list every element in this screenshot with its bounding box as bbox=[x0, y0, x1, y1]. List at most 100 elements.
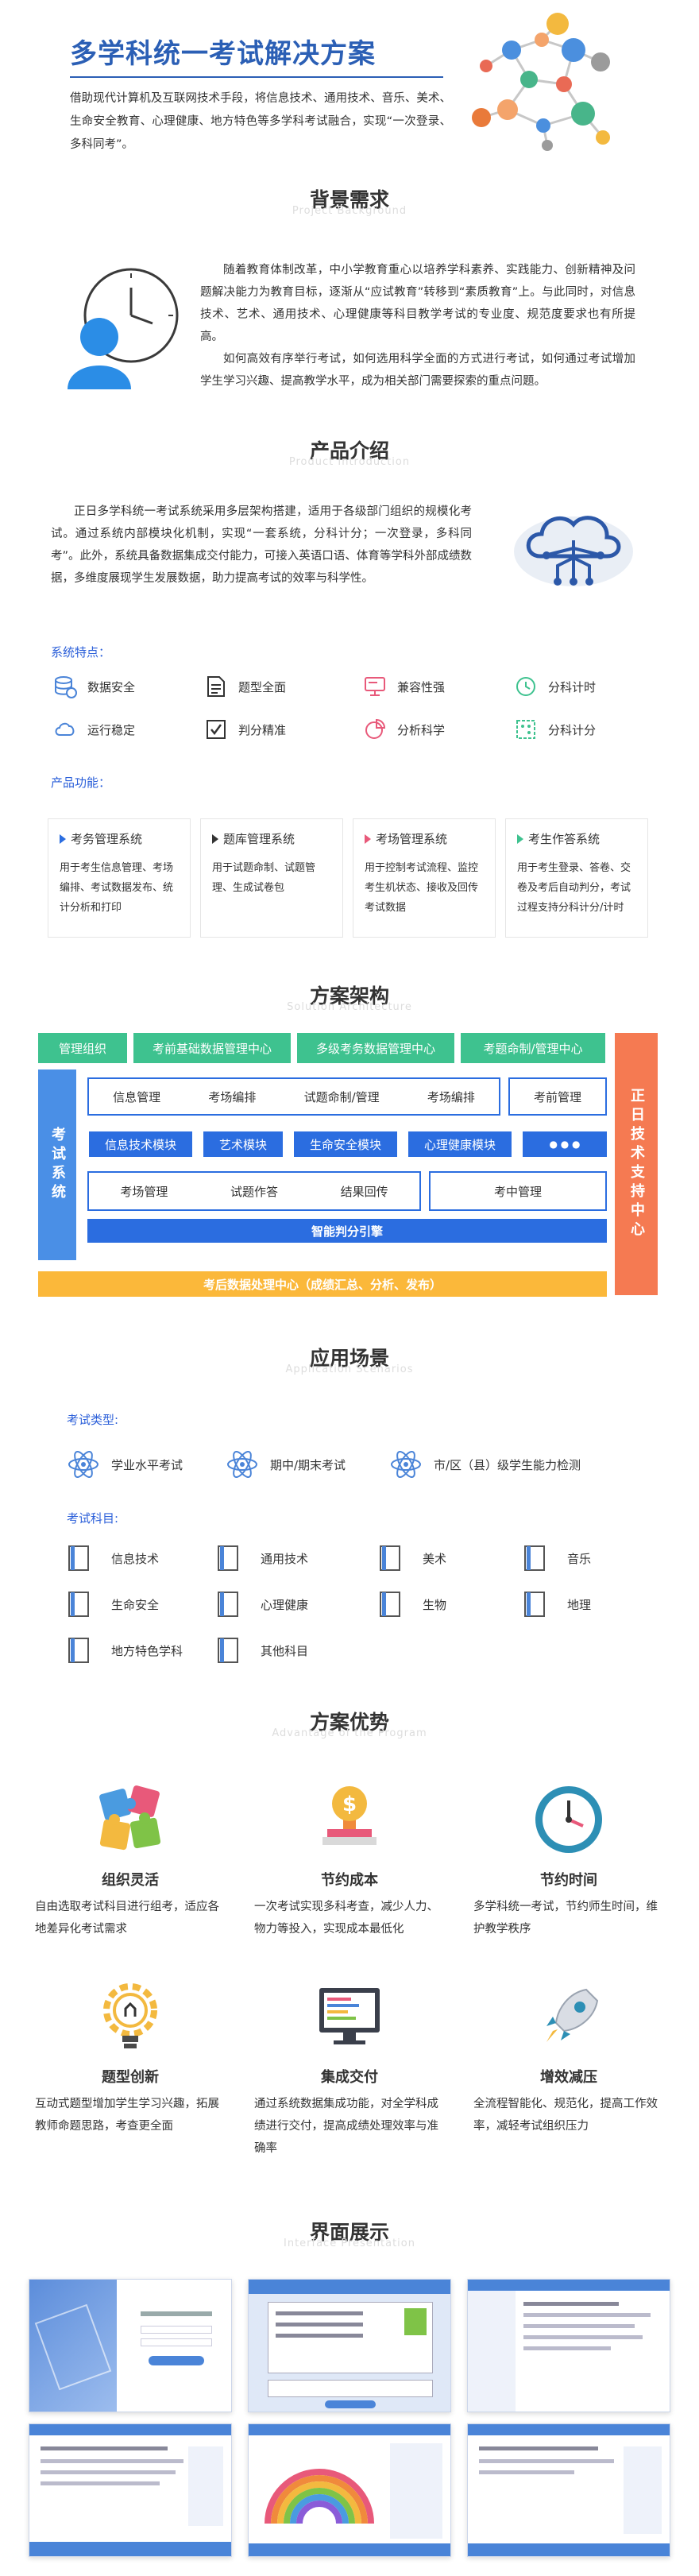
subject-art: 美术 bbox=[378, 1545, 446, 1572]
background-title: 背景需求 bbox=[309, 188, 389, 211]
network-illustration-icon bbox=[472, 13, 610, 151]
advantage-desc: 互动式题型增加学生学习兴趣，拓展教师命题思路，考查更全面 bbox=[35, 2098, 219, 2133]
svg-text:$: $ bbox=[342, 1793, 357, 1816]
exam-type-district: 市/区（县）级学生能力检测 bbox=[389, 1448, 581, 1481]
screenshot-score bbox=[467, 2423, 670, 2557]
feature-label: 数据安全 bbox=[87, 679, 136, 694]
card-answering: 考生作答系统 用于考生登录、答卷、交卷及考后自动判分，考试过程支持分科计分/计时 bbox=[505, 818, 648, 938]
card-desc: 用于控制考试流程、监控考生机状态、接收及回传考试数据 bbox=[365, 862, 479, 914]
rocket-icon bbox=[546, 1988, 599, 2042]
rainbow-icon bbox=[265, 2469, 374, 2524]
arch-tab-management: 管理组织 bbox=[38, 1033, 127, 1063]
arch-left-label: 考试系统 bbox=[38, 1069, 76, 1260]
triangle-icon bbox=[365, 834, 371, 844]
arch-in-exam-mgmt: 考中管理 bbox=[429, 1171, 607, 1211]
background-subtitle: Project Background bbox=[292, 205, 407, 217]
hero-desc: 借助现代计算机及互联网技术手段，将信息技术、通用技术、音乐、美术、生命安全教育、… bbox=[70, 92, 451, 151]
subject-geography: 地理 bbox=[523, 1591, 591, 1618]
advantage-desc: 一次考试实现多科考查，减少人力、物力等投入，实现成本最低化 bbox=[254, 1901, 438, 1936]
subject-general-tech: 通用技术 bbox=[216, 1545, 308, 1572]
background-p2: 如何高效有序举行考试，如何选用科学全面的方式进行考试，如何通过考试增加学生学习兴… bbox=[200, 353, 635, 388]
module-psychology: 心理健康模块 bbox=[408, 1131, 512, 1157]
book-icon bbox=[68, 1638, 89, 1663]
subject-other: 其他科目 bbox=[216, 1637, 308, 1664]
product-subtitle: Product Introduction bbox=[288, 456, 411, 468]
book-icon bbox=[218, 1638, 238, 1663]
product-intro: 正日多学科统一考试系统采用多层架构搭建，适用于各级部门组织的规模化考试。通过系统… bbox=[51, 505, 472, 585]
cloud-tree-icon bbox=[514, 516, 633, 586]
module-it: 信息技术模块 bbox=[89, 1131, 192, 1157]
triangle-icon bbox=[517, 834, 523, 844]
card-question-bank: 题库管理系统 用于试题命制、试题管理、生成试卷包 bbox=[200, 818, 343, 938]
subject-biology: 生物 bbox=[378, 1591, 446, 1618]
interface-title: 界面展示 bbox=[309, 2221, 389, 2244]
atom-icon bbox=[227, 1451, 257, 1478]
advantage-efficiency: 增效减压 全流程智能化、规范化，提高工作效率，减轻考试组织压力 bbox=[473, 1977, 664, 2137]
pie-chart-icon bbox=[362, 717, 388, 742]
advantage-time: 节约时间 多学科统一考试，节约师生时间，维护教学秩序 bbox=[473, 1780, 664, 1940]
card-title: 考生作答系统 bbox=[528, 832, 601, 846]
background-p1: 随着教育体制改革，中小学教育重心以培养学科素养、实践能力、创新精神及问题解决能力… bbox=[200, 264, 635, 343]
feature-subject-scoring: 分科计分 bbox=[513, 717, 596, 742]
module-art: 艺术模块 bbox=[203, 1131, 283, 1157]
advantage-desc: 通过系统数据集成功能，对全学科成绩进行交付，提高成绩处理效率与准确率 bbox=[254, 2098, 438, 2155]
architecture-subtitle: Solution Architecture bbox=[287, 1001, 412, 1013]
clock-icon bbox=[535, 1786, 602, 1853]
arch-right-label: 正日技术支持中心 bbox=[615, 1033, 658, 1295]
cloud-icon bbox=[52, 717, 78, 742]
card-desc: 用于考生信息管理、考场编排、考试数据发布、统计分析和打印 bbox=[60, 862, 174, 914]
monitor-icon bbox=[362, 674, 388, 699]
exam-types-label: 考试类型: bbox=[67, 1413, 119, 1427]
advantage-integration: 集成交付 通过系统数据集成功能，对全学科成绩进行交付，提高成绩处理效率与准确率 bbox=[254, 1977, 445, 2160]
document-icon bbox=[203, 674, 229, 699]
advantage-title: 集成交付 bbox=[321, 2069, 378, 2086]
triangle-icon bbox=[60, 834, 66, 844]
grid-icon bbox=[513, 717, 539, 742]
interface-subtitle: Interface Presentation bbox=[284, 2238, 415, 2249]
book-icon bbox=[218, 1592, 238, 1617]
feature-question-types: 题型全面 bbox=[203, 674, 286, 699]
book-icon bbox=[68, 1592, 89, 1617]
module-more: ● ● ● bbox=[523, 1131, 607, 1157]
atom-icon bbox=[68, 1451, 98, 1478]
clock-icon bbox=[513, 674, 539, 699]
functions-label: 产品功能： bbox=[51, 776, 111, 790]
book-icon bbox=[218, 1545, 238, 1571]
arch-pre-exam-mgmt: 考前管理 bbox=[508, 1077, 607, 1116]
card-desc: 用于试题命制、试题管理、生成试卷包 bbox=[212, 862, 316, 894]
advantage-flexible: 组织灵活 自由选取考试科目进行组考，适应各地差异化考试需求 bbox=[35, 1780, 226, 1940]
feature-analysis: 分析科学 bbox=[362, 717, 445, 742]
feature-stability: 运行稳定 bbox=[52, 717, 135, 742]
advantage-title: 节约时间 bbox=[540, 1872, 597, 1889]
book-icon bbox=[524, 1592, 545, 1617]
feature-label: 分科计分 bbox=[548, 722, 597, 737]
arch-tab-pre-exam: 考前基础数据管理中心 bbox=[133, 1033, 291, 1063]
card-title: 题库管理系统 bbox=[223, 832, 295, 846]
product-title: 产品介绍 bbox=[309, 439, 389, 462]
card-desc: 用于考生登录、答卷、交卷及考后自动判分，考试过程支持分科计分/计时 bbox=[517, 862, 631, 914]
scenarios-title: 应用场景 bbox=[309, 1347, 389, 1370]
advantage-desc: 自由选取考试科目进行组考，适应各地差异化考试需求 bbox=[35, 1901, 219, 1936]
book-icon bbox=[380, 1545, 400, 1571]
subject-it: 信息技术 bbox=[67, 1545, 159, 1572]
hero-title: 多学科统一考试解决方案 bbox=[70, 38, 376, 70]
feature-label: 判分精准 bbox=[238, 722, 287, 737]
database-icon bbox=[52, 674, 78, 699]
screen-icon bbox=[319, 1988, 380, 2044]
arch-post-exam: 考后数据处理中心（成绩汇总、分析、发布） bbox=[38, 1271, 607, 1297]
advantage-desc: 全流程智能化、规范化，提高工作效率，减轻考试组织压力 bbox=[473, 2098, 658, 2133]
module-safety: 生命安全模块 bbox=[294, 1131, 397, 1157]
advantage-title: 节约成本 bbox=[321, 1872, 378, 1889]
book-icon bbox=[380, 1592, 400, 1617]
architecture-title: 方案架构 bbox=[309, 984, 389, 1008]
exam-type-midterm: 期中/期末考试 bbox=[226, 1448, 346, 1481]
bulb-gear-icon bbox=[103, 1983, 157, 2048]
feature-label: 兼容性强 bbox=[397, 679, 446, 694]
advantage-cost: $ 节约成本 一次考试实现多科考查，减少人力、物力等投入，实现成本最低化 bbox=[254, 1780, 445, 1940]
card-exam-affairs: 考务管理系统 用于考生信息管理、考场编排、考试数据发布、统计分析和打印 bbox=[48, 818, 191, 938]
arch-tab-affairs: 多级考务数据管理中心 bbox=[297, 1033, 454, 1063]
feature-compatibility: 兼容性强 bbox=[362, 674, 445, 699]
card-title: 考场管理系统 bbox=[376, 832, 448, 846]
subject-life-safety: 生命安全 bbox=[67, 1591, 159, 1618]
feature-data-security: 数据安全 bbox=[52, 674, 135, 699]
